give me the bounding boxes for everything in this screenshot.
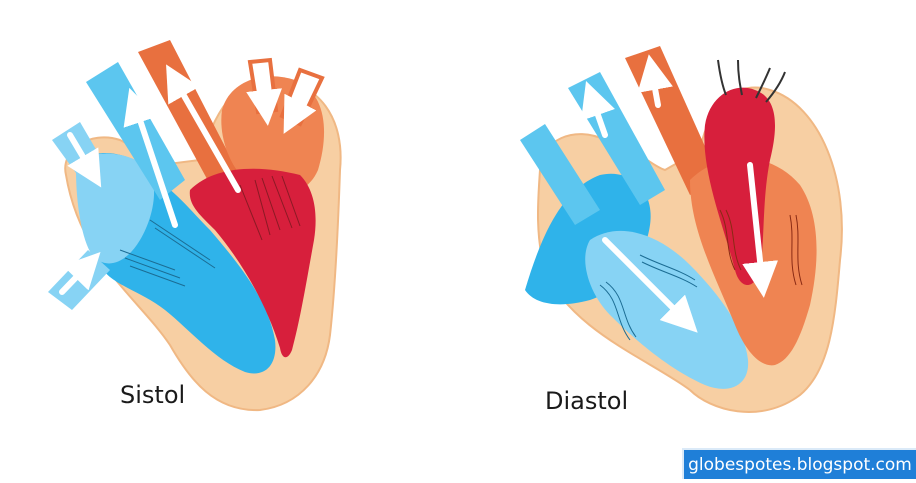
sistol-arrow-pulmonary [123,87,178,228]
sistol-flow-arrows [59,64,317,295]
diastol-arrow-mitral [742,162,779,298]
label-diastol: Diastol [545,387,629,415]
diastol-blue-valve-lines [599,254,698,341]
sistol-arrow-aorta [166,64,241,193]
sistol-left-ventricle [189,168,316,358]
sistol-arrow-pv-left [246,67,283,126]
diastol-heart [520,46,843,413]
sistol-arrow-pv-right [283,77,317,134]
diastol-arrow-svc [580,81,615,138]
sistol-heart [48,40,342,412]
sistol-arrow-ivc-in [59,252,101,295]
sistol-valve-lines [239,175,301,241]
diastol-flow-arrows [580,54,779,333]
sistol-aorta [138,40,250,212]
watermark-link[interactable]: globespotes.blogspot.com [682,448,916,479]
diastol-valve-lines [719,209,803,286]
diastol-vein-upper-left [520,124,600,225]
sistol-arrow-vein-in [67,132,102,188]
diastol-pulmonary-veins [717,59,786,103]
diastol-arrow-aorta [637,54,673,108]
label-sistol: Sistol [120,381,186,409]
sistol-blue-valve-lines [119,219,216,287]
diastol-arrow-tricuspid [602,237,698,333]
sistol-vena-cava-superior [86,62,185,200]
